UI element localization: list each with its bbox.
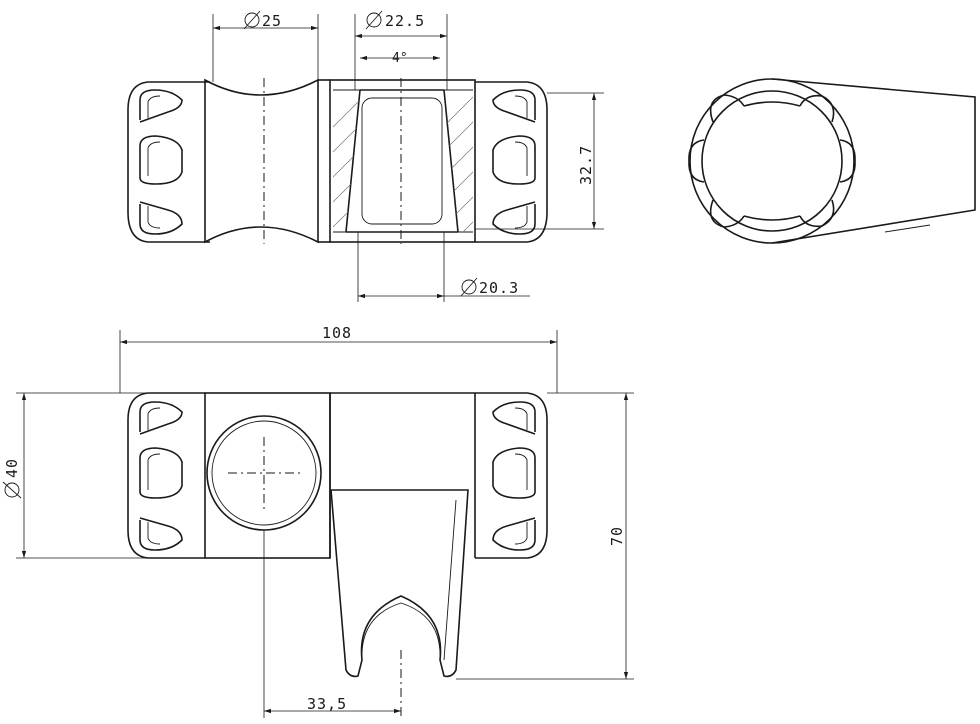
- front-left-grip-ribs: [139, 401, 183, 551]
- front-left-grip: [127, 392, 205, 559]
- top-right-grip: [475, 81, 548, 243]
- front-view-dimensions: [2, 330, 634, 718]
- side-inner-ring: [701, 90, 843, 232]
- hatch-right: [444, 90, 473, 232]
- front-body: [204, 392, 331, 559]
- dim-diameter-25: 25: [262, 12, 282, 30]
- top-left-grip-ribs: [139, 89, 183, 235]
- top-right-grip-ribs: [492, 89, 536, 235]
- top-view: [127, 78, 548, 244]
- dim-overall-width: 108: [322, 324, 352, 342]
- dim-diameter-22-5: 22.5: [385, 12, 425, 30]
- side-view: [688, 78, 976, 244]
- dim-holder-offset: 33,5: [307, 695, 347, 713]
- hatch-left: [333, 90, 360, 232]
- dim-grip-height: 32.7: [577, 145, 595, 185]
- front-right-grip-ribs: [492, 401, 536, 551]
- front-bore-outer: [206, 415, 322, 531]
- front-holder: [330, 489, 469, 678]
- side-outer-ring: [689, 78, 855, 244]
- diameter-symbol: [243, 10, 478, 297]
- dim-overall-height: 70: [608, 526, 626, 546]
- front-right-grip: [475, 392, 548, 559]
- top-left-grip: [127, 81, 210, 243]
- tapered-bore: [345, 89, 459, 233]
- dim-taper-angle: 4°: [392, 51, 408, 66]
- top-sleeve: [329, 79, 476, 243]
- side-scallops: [688, 94, 856, 228]
- top-view-dimensions: [212, 10, 604, 302]
- top-saddle-body: [204, 78, 319, 244]
- side-holder-arm: [771, 78, 976, 244]
- front-bore-inner: [211, 420, 317, 526]
- diameter-symbol: [2, 481, 22, 499]
- dim-outer-diameter: 40: [3, 458, 21, 478]
- dim-diameter-20-3: 20.3: [479, 279, 519, 297]
- front-view: [127, 392, 548, 718]
